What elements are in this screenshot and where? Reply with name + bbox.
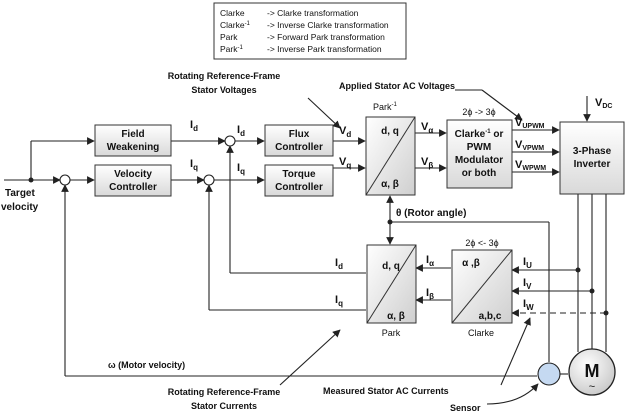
label-vwpwm: VWPWM [515, 159, 546, 172]
label-iq-err: Iq [237, 162, 245, 176]
svg-text:velocity: velocity [1, 202, 39, 213]
svg-text:Sensor: Sensor [450, 403, 481, 413]
svg-text:Controller: Controller [275, 142, 323, 153]
wires [4, 89, 607, 405]
modulator-line1: Clarke-1 or [455, 129, 504, 140]
block-inverse-park: d, q α, β Park-1 [365, 102, 416, 196]
modulator-top-label: 2ϕ -> 3ϕ [462, 107, 495, 117]
legend-line-2: Clarke-1-> Inverse Clarke transformation [220, 20, 389, 30]
label-vq: Vq [339, 156, 351, 170]
svg-text:Velocity: Velocity [114, 169, 152, 180]
sum-junction-id [224, 135, 236, 147]
label-id-ref: Id [190, 119, 198, 133]
svg-text:Weakening: Weakening [107, 142, 160, 153]
svg-text:Field: Field [121, 129, 144, 140]
sum-junction-velocity [59, 174, 71, 186]
motor: M ~ [568, 348, 616, 396]
label-vbeta: Vβ [421, 156, 433, 170]
legend-box: Clarke-> Clarke transformation Clarke-1-… [213, 2, 407, 60]
svg-text:a,b,c: a,b,c [479, 311, 502, 322]
svg-text:Controller: Controller [275, 182, 323, 193]
block-flux-controller: Flux Controller [264, 124, 334, 157]
sensor [537, 362, 561, 386]
svg-text:3-Phase: 3-Phase [573, 146, 612, 157]
svg-text:Measured Stator AC Currents: Measured Stator AC Currents [323, 386, 449, 396]
svg-text:d, q: d, q [382, 261, 400, 272]
svg-text:Target: Target [5, 188, 35, 199]
label-iu: IU [523, 256, 532, 270]
svg-text:Stator Currents: Stator Currents [191, 401, 257, 411]
block-clarke: α ,β a,b,c Clarke 2ϕ <- 3ϕ [451, 238, 513, 338]
label-omega: ω (Motor velocity) [108, 360, 185, 370]
label-id-err: Id [237, 124, 245, 138]
block-torque-controller: Torque Controller [264, 164, 334, 197]
inverse-park-label: Park-1 [373, 102, 398, 112]
svg-text:Inverter: Inverter [574, 159, 611, 170]
block-3phase-inverter: 3-Phase Inverter [559, 121, 625, 195]
legend-line-4: Park-1-> Inverse Park transformation [220, 44, 382, 54]
svg-text:Stator Voltages: Stator Voltages [191, 85, 256, 95]
label-id-fb: Id [335, 257, 343, 271]
svg-text:d, q: d, q [381, 126, 399, 137]
svg-text:Rotating Reference-Frame: Rotating Reference-Frame [168, 387, 281, 397]
junction-dots [28, 177, 609, 316]
svg-text:Modulator: Modulator [455, 155, 503, 166]
annotations: Rotating Reference-Frame Stator Voltages… [168, 71, 481, 413]
svg-text:Controller: Controller [109, 182, 157, 193]
svg-text:~: ~ [589, 381, 595, 393]
svg-text:α, β: α, β [387, 311, 405, 322]
label-ialpha: Iα [426, 254, 434, 268]
signal-labels: Target velocity Id Iq Id Iq Vd Vq Vα Vβ … [1, 97, 612, 370]
svg-text:α ,β: α ,β [462, 258, 480, 269]
svg-text:Applied Stator AC Voltages: Applied Stator AC Voltages [339, 81, 455, 91]
svg-text:α, β: α, β [381, 179, 399, 190]
svg-text:PWM: PWM [467, 142, 491, 153]
label-iw: IW [523, 298, 534, 312]
svg-text:M: M [585, 361, 600, 381]
label-ibeta: Iβ [426, 287, 434, 301]
label-theta: θ (Rotor angle) [396, 208, 466, 219]
label-iq-ref: Iq [190, 158, 198, 172]
svg-text:Torque: Torque [282, 169, 316, 180]
label-iq-fb: Iq [335, 294, 343, 308]
label-vvpwm: VVPWM [515, 139, 544, 152]
label-vdc: VDC [595, 97, 612, 110]
legend-line-3: Park-> Forward Park transformation [220, 32, 385, 42]
svg-text:Rotating Reference-Frame: Rotating Reference-Frame [168, 71, 281, 81]
summing-junctions [59, 135, 236, 186]
svg-text:Park: Park [382, 328, 401, 338]
block-modulator: Clarke-1 or PWM Modulator or both 2ϕ -> … [446, 107, 513, 189]
svg-text:Clarke: Clarke [468, 328, 494, 338]
label-valpha: Vα [421, 121, 433, 135]
clarke-top-label: 2ϕ <- 3ϕ [465, 238, 498, 248]
label-iv: IV [523, 277, 532, 291]
svg-text:Flux: Flux [289, 129, 310, 140]
block-velocity-controller: Velocity Controller [94, 164, 172, 197]
sum-junction-iq [203, 174, 215, 186]
svg-text:or both: or both [462, 168, 496, 179]
block-field-weakening: Field Weakening [94, 124, 172, 157]
block-park: d, q α, β Park [366, 244, 417, 338]
label-vupwm: VUPWM [515, 117, 545, 130]
legend-line-1: Clarke-> Clarke transformation [220, 8, 359, 18]
label-vd: Vd [339, 125, 351, 139]
